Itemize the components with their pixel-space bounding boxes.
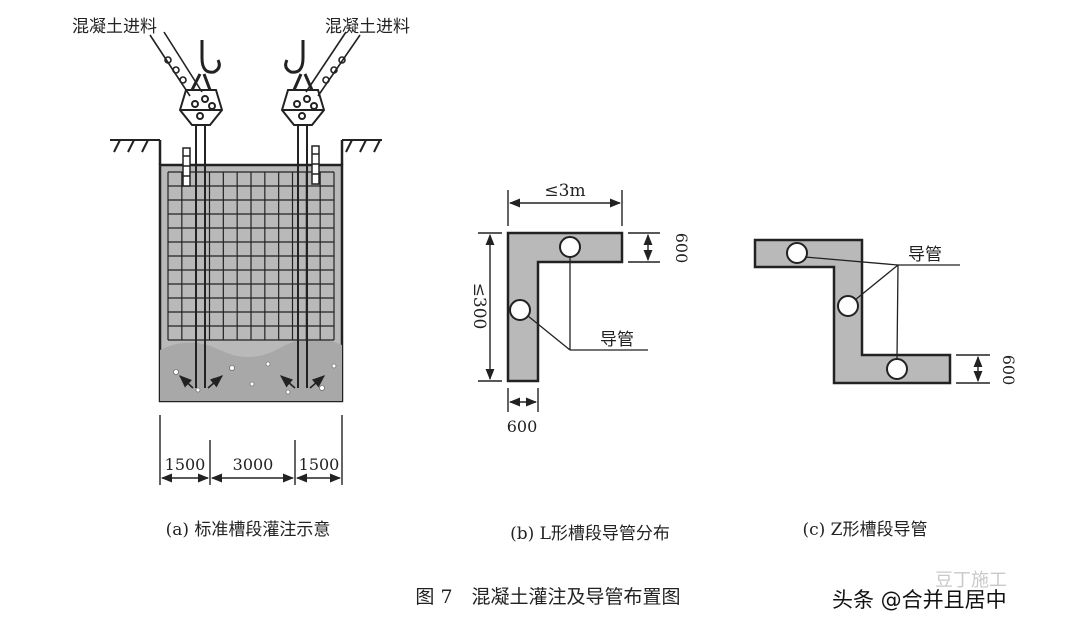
pipe-leader-b: [527, 257, 648, 351]
dim-3000: 3000: [233, 455, 274, 474]
chute-right: [305, 31, 361, 97]
dimension-lines-c: [956, 354, 990, 384]
pipe-b-left: [509, 299, 531, 321]
dim-1500-left: 1500: [165, 455, 206, 474]
hopper-right: [280, 89, 326, 126]
hook-right-icon: [284, 40, 314, 91]
hopper-left: [178, 89, 224, 126]
caption-c: (c) Z形槽段导管: [802, 520, 927, 540]
l-trench: [506, 231, 624, 383]
dim-thickness-b-bottom: 600: [507, 417, 538, 436]
caption-a: (a) 标准槽段灌注示意: [166, 520, 331, 540]
ground-left: [110, 139, 160, 153]
figure-caption: 图 7 混凝土灌注及导管布置图: [415, 586, 680, 608]
panel-a: 混凝土进料 混凝土进料 1500 3000 1500 (a) 标准槽段灌注示意: [72, 17, 410, 540]
dim-1500-right: 1500: [299, 455, 340, 474]
tremie-pipe-left: [195, 125, 206, 388]
dim-width-b: ≤3m: [544, 181, 585, 201]
pipe-label-b: 导管: [600, 330, 634, 350]
feed-label-right: 混凝土进料: [325, 17, 410, 37]
pipe-label-c: 导管: [908, 245, 942, 265]
watermark: 豆丁施工 头条 @合并且居中: [832, 570, 1007, 612]
pipe-c-middle: [837, 295, 859, 317]
flow-arrows: [179, 375, 325, 389]
panel-c: 导管 600 (c) Z形槽段导管: [753, 238, 1018, 540]
panel-b: 导管 ≤3m 600 ≤300 600 (b) L形槽段导管分布: [469, 181, 691, 544]
pipe-b-top: [559, 236, 581, 258]
caption-b: (b) L形槽段导管分布: [510, 524, 670, 544]
pipe-leader-c: [804, 256, 960, 360]
feed-label-left: 混凝土进料: [72, 17, 157, 37]
dim-height-b: ≤300: [469, 283, 489, 330]
watermark-text: 豆丁施工: [935, 570, 1007, 591]
ground-right: [342, 139, 382, 153]
dim-thickness-c: 600: [999, 355, 1018, 386]
dimension-lines-b: [478, 190, 660, 412]
tremie-pipe-right: [297, 125, 308, 388]
dim-thickness-b-right: 600: [672, 233, 691, 264]
dimension-lines-a: [159, 415, 343, 485]
guide-posts: [182, 145, 320, 187]
pipe-c-bottom: [886, 358, 908, 380]
chute-left: [149, 31, 203, 97]
watermark-source: 头条 @合并且居中: [832, 588, 1007, 612]
pipe-c-top: [786, 242, 808, 264]
